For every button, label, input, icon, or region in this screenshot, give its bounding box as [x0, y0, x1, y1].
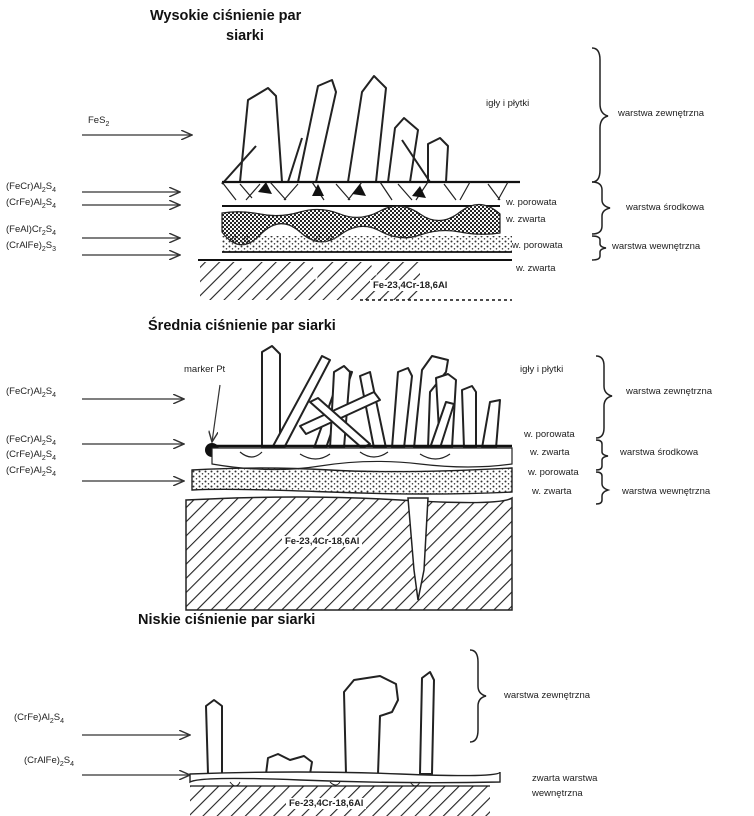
feature-needles-2: igły i płytki	[520, 364, 563, 375]
species-feal-crsx: (FeAl)Cr2S4	[6, 224, 56, 235]
feature-porous-2a: w. porowata	[524, 429, 575, 440]
layer-inner-2: warstwa wewnętrzna	[622, 486, 710, 497]
species-crfe-m1: (CrFe)Al2S4	[6, 449, 56, 460]
crystals-high	[222, 76, 448, 184]
feature-compact-2b: w. zwarta	[532, 486, 572, 497]
species-crfe-m2: (CrFe)Al2S4	[6, 465, 56, 476]
brace-middle-1	[592, 182, 610, 234]
brace-outer-3	[470, 650, 486, 742]
layer-middle-2: warstwa środkowa	[620, 447, 698, 458]
layer-outer-2: warstwa zewnętrzna	[626, 386, 712, 397]
species-fecr-m1: (FeCr)Al2S4	[6, 386, 56, 397]
crystals-medium	[262, 346, 500, 448]
brace-outer-2	[596, 356, 612, 438]
brace-outer-1	[592, 48, 608, 182]
alloy-label-2: Fe-23,4Cr-18,6Al	[282, 536, 362, 547]
layer-outer-1: warstwa zewnętrzna	[618, 108, 704, 119]
feature-needles-1: igły i płytki	[486, 98, 529, 109]
marker-arrow	[212, 385, 220, 442]
panel-low-pressure	[82, 650, 500, 816]
species-fecr-m2: (FeCr)Al2S4	[6, 434, 56, 445]
layer-outer-3: warstwa zewnętrzna	[504, 690, 590, 701]
layer-compact-3b: wewnętrzna	[532, 788, 583, 799]
brace-inner-2	[596, 472, 608, 504]
species-crfe-alsx: (CrFe)Al2S4	[6, 197, 56, 208]
species-cralfe-s3: (CrAlFe)2S3	[6, 240, 56, 251]
brace-middle-2	[596, 440, 608, 470]
brace-inner-1	[592, 236, 606, 260]
feature-porous-1b: w. porowata	[512, 240, 563, 251]
species-cralfe-l1: (CrAlFe)2S4	[24, 755, 74, 766]
title-high-line2: siarki	[226, 28, 264, 44]
title-low: Niskie ciśnienie par siarki	[138, 612, 315, 628]
crystals-low	[206, 672, 434, 774]
feature-compact-1b: w. zwarta	[516, 263, 556, 274]
panel-medium-pressure	[82, 346, 612, 610]
feature-porous-2b: w. porowata	[528, 467, 579, 478]
marker-pt-label: marker Pt	[184, 364, 225, 375]
alloy-label-1: Fe-23,4Cr-18,6Al	[370, 280, 450, 291]
feature-porous-1a: w. porowata	[506, 197, 557, 208]
species-fes2: FeS2	[88, 115, 109, 126]
title-high-line1: Wysokie ciśnienie par	[150, 8, 301, 24]
species-fecr-alsx: (FeCr)Al2S4	[6, 181, 56, 192]
species-crfe-l1: (CrFe)Al2S4	[14, 712, 64, 723]
feature-compact-2a: w. zwarta	[530, 447, 570, 458]
alloy-label-3: Fe-23,4Cr-18,6Al	[286, 798, 366, 809]
layer-middle-1: warstwa środkowa	[626, 202, 704, 213]
layer-compact-3a: zwarta warstwa	[532, 773, 597, 784]
title-medium: Średnia ciśnienie par siarki	[148, 318, 336, 334]
feature-compact-1a: w. zwarta	[506, 214, 546, 225]
layer-inner-1: warstwa wewnętrzna	[612, 241, 700, 252]
